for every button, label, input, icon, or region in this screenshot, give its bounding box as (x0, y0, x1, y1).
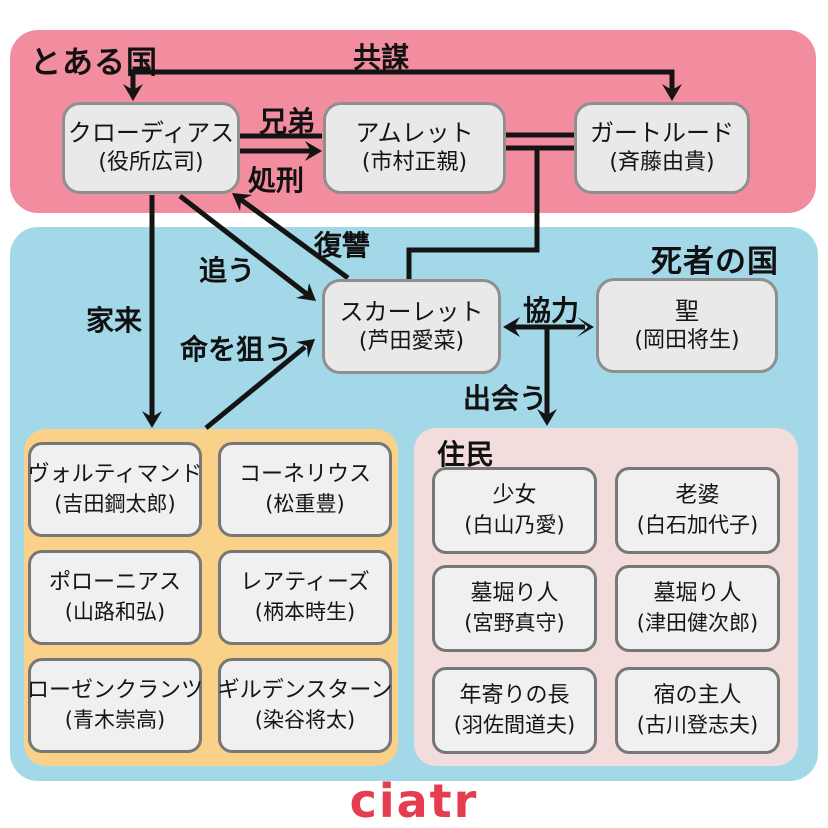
character-name: アムレット (355, 119, 474, 148)
character-box-amleth: アムレット (市村正親) (323, 102, 506, 194)
character-actor: (市村正親) (361, 150, 468, 176)
character-actor: (岡田将生) (634, 327, 740, 353)
character-name: 墓堀り人 (470, 581, 559, 607)
group-title-residents: 住民 (437, 438, 496, 471)
region-title-country: とある国 (30, 45, 158, 81)
character-name: 老婆 (675, 483, 720, 509)
character-name: 宿の主人 (653, 683, 742, 709)
resident-box-gravedigger-1: 墓堀り人 (宮野真守) (432, 565, 597, 652)
character-name: 年寄りの長 (459, 683, 570, 709)
resident-box-gravedigger-2: 墓堀り人 (津田健次郎) (615, 565, 780, 652)
character-actor: (柄本時生) (254, 600, 356, 625)
character-actor: (斉藤由貴) (609, 150, 715, 176)
relation-label-conspiracy: 共謀 (352, 41, 410, 74)
relation-label-revenge: 復讐 (313, 229, 371, 262)
character-actor: (津田健次郎) (636, 611, 759, 636)
resident-box-innkeeper: 宿の主人 (古川登志夫) (615, 667, 780, 754)
resident-box-old-woman: 老婆 (白石加代子) (615, 467, 780, 554)
relation-label-chase: 追う (198, 254, 256, 287)
character-actor: (染谷将太) (254, 708, 356, 733)
character-actor: (古川登志夫) (636, 713, 759, 738)
relation-label-cooperation: 協力 (522, 294, 580, 327)
courtier-box-guildenstern: ギルデンスターン (染谷将太) (218, 658, 392, 753)
character-actor: (青木崇高) (64, 708, 166, 733)
character-actor: (白山乃愛) (464, 513, 565, 538)
character-name: レアティーズ (240, 570, 370, 596)
character-actor: (役所広司) (98, 150, 204, 176)
ciatr-logo: ciatr (349, 774, 479, 828)
courtier-box-polonius: ポローニアス (山路和弘) (28, 550, 202, 645)
character-name: 墓堀り人 (653, 581, 742, 607)
courtier-box-voltimand: ヴォルティマンド (吉田鋼太郎) (28, 442, 202, 537)
relation-label-brothers: 兄弟 (258, 105, 316, 138)
character-box-scarlett: スカーレット (芦田愛菜) (322, 279, 501, 374)
character-actor: (山路和弘) (64, 600, 166, 625)
character-name: コーネリウス (238, 462, 371, 488)
character-name: ギルデンスターン (217, 678, 393, 704)
resident-box-elder-chief: 年寄りの長 (羽佐間道夫) (432, 667, 597, 754)
character-actor: (宮野真守) (464, 611, 565, 636)
character-name: ローゼンクランツ (27, 678, 204, 704)
relation-label-meet: 出会う (462, 382, 548, 415)
relation-label-retainer: 家来 (85, 304, 143, 337)
region-title-dead-country: 死者の国 (651, 244, 779, 280)
relation-label-target-life: 命を狙う (179, 333, 293, 366)
courtier-box-rosencrantz: ローゼンクランツ (青木崇高) (27, 658, 204, 753)
relation-label-execution: 処刑 (247, 164, 305, 197)
character-box-claudius: クローディアス (役所広司) (62, 102, 240, 194)
character-actor: (白石加代子) (636, 513, 759, 538)
character-box-gertrude: ガートルード (斉藤由貴) (574, 102, 750, 194)
courtier-box-cornelius: コーネリウス (松重豊) (218, 442, 392, 537)
character-name: ガートルード (590, 119, 734, 148)
courtier-box-laertes: レアティーズ (柄本時生) (218, 550, 392, 645)
character-name: スカーレット (339, 297, 484, 326)
resident-box-girl: 少女 (白山乃愛) (432, 467, 597, 554)
character-actor: (羽佐間道夫) (453, 713, 576, 738)
character-actor: (芦田愛菜) (358, 328, 465, 354)
character-name: 少女 (492, 483, 537, 509)
character-name: クローディアス (67, 119, 235, 148)
character-name: 聖 (675, 296, 699, 325)
character-box-hijiri: 聖 (岡田将生) (596, 278, 778, 373)
character-actor: (吉田鋼太郎) (54, 492, 176, 517)
character-name: ヴォルティマンド (27, 462, 203, 488)
character-name: ポローニアス (48, 570, 181, 596)
character-actor: (松重豊) (265, 492, 345, 517)
